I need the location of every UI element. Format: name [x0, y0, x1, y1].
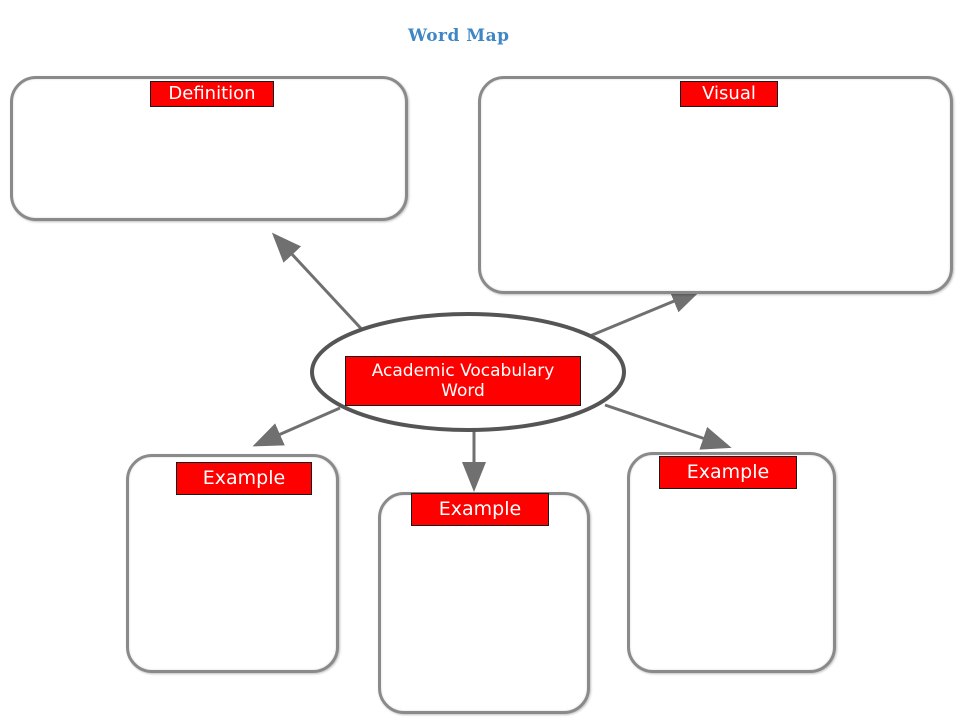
arrow-to-visual	[584, 289, 702, 340]
example-label-center: Example	[411, 493, 549, 526]
definition-box	[10, 76, 408, 221]
visual-box	[478, 76, 953, 294]
arrow-to-example-right	[604, 403, 732, 450]
example-label-right: Example	[659, 456, 797, 489]
arrow-to-definition	[271, 232, 370, 338]
center-word-label: Academic Vocabulary Word	[345, 356, 581, 406]
diagram-title: Word Map	[408, 26, 510, 46]
arrow-to-example-left	[252, 406, 341, 447]
visual-label: Visual	[680, 81, 778, 107]
example-label-left: Example	[176, 462, 312, 495]
definition-label: Definition	[150, 81, 274, 107]
